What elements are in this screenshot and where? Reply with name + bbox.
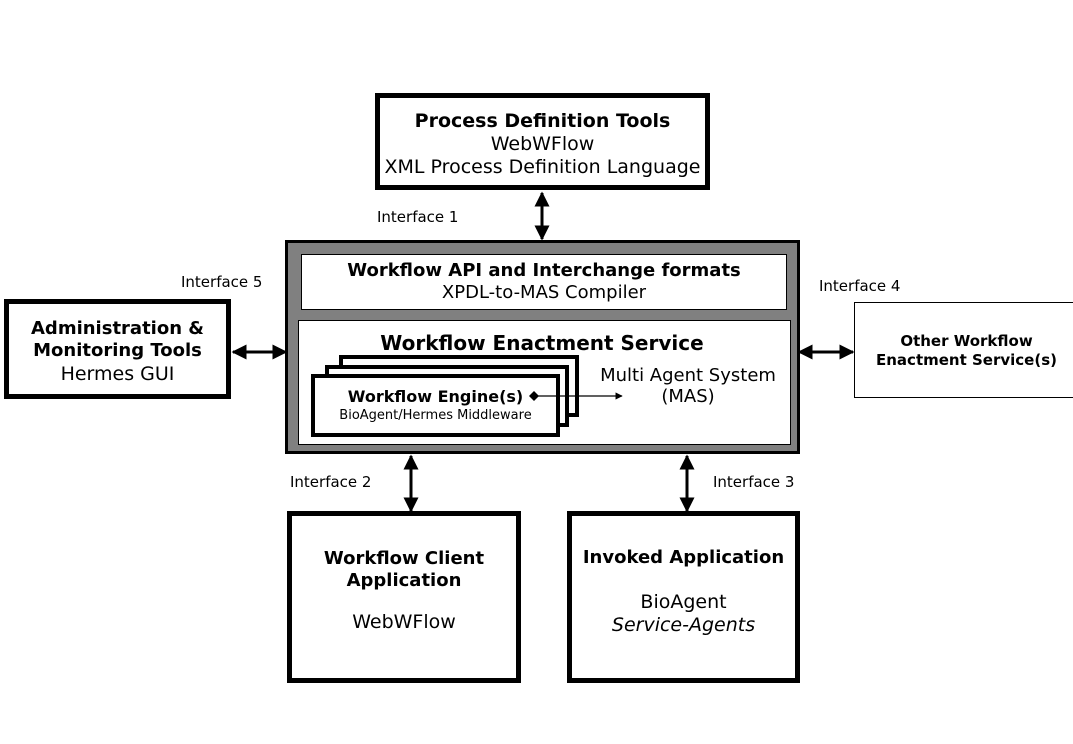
interface-4-label: Interface 4 bbox=[819, 277, 901, 295]
interface-2-label: Interface 2 bbox=[290, 473, 372, 491]
workflow-engine-box: Workflow Engine(s) BioAgent/Hermes Middl… bbox=[311, 374, 560, 437]
other-enactment-line2: Enactment Service(s) bbox=[876, 351, 1057, 369]
enactment-service-title: Workflow Enactment Service bbox=[380, 331, 704, 355]
process-definition-box: Process Definition Tools WebWFlow XML Pr… bbox=[375, 93, 710, 190]
workflow-engine-subtitle: BioAgent/Hermes Middleware bbox=[339, 408, 532, 423]
workflow-api-subtitle: XPDL-to-MAS Compiler bbox=[441, 282, 647, 303]
workflow-client-subtitle: WebWFlow bbox=[352, 611, 456, 633]
process-definition-line1: WebWFlow bbox=[490, 133, 595, 155]
interface-3-label: Interface 3 bbox=[713, 473, 795, 491]
workflow-client-title-line1: Workflow Client bbox=[323, 548, 485, 569]
mas-line2: (MAS) bbox=[661, 386, 715, 407]
interface-5-label: Interface 5 bbox=[181, 273, 263, 291]
other-enactment-box: Other Workflow Enactment Service(s) bbox=[854, 302, 1073, 398]
administration-box: Administration & Monitoring Tools Hermes… bbox=[4, 299, 231, 399]
invoked-application-box: Invoked Application BioAgent Service-Age… bbox=[567, 511, 800, 683]
invoked-application-sub2: Service-Agents bbox=[611, 614, 756, 636]
process-definition-line2: XML Process Definition Language bbox=[384, 156, 701, 178]
process-definition-title: Process Definition Tools bbox=[414, 110, 671, 132]
mas-line1: Multi Agent System bbox=[600, 365, 776, 386]
workflow-engine-title: Workflow Engine(s) bbox=[347, 387, 524, 406]
interface-1-label: Interface 1 bbox=[377, 208, 459, 226]
invoked-application-title: Invoked Application bbox=[582, 547, 785, 568]
administration-subtitle: Hermes GUI bbox=[60, 363, 175, 385]
workflow-api-title: Workflow API and Interchange formats bbox=[347, 260, 741, 281]
workflow-client-title-line2: Application bbox=[346, 570, 462, 591]
workflow-api-box: Workflow API and Interchange formats XPD… bbox=[301, 254, 787, 310]
administration-title-line2: Monitoring Tools bbox=[33, 340, 202, 361]
administration-title-line1: Administration & bbox=[31, 318, 204, 339]
invoked-application-sub1: BioAgent bbox=[640, 591, 727, 613]
other-enactment-line1: Other Workflow bbox=[900, 332, 1033, 350]
mas-label: Multi Agent System (MAS) bbox=[588, 365, 788, 407]
workflow-client-box: Workflow Client Application WebWFlow bbox=[287, 511, 521, 683]
